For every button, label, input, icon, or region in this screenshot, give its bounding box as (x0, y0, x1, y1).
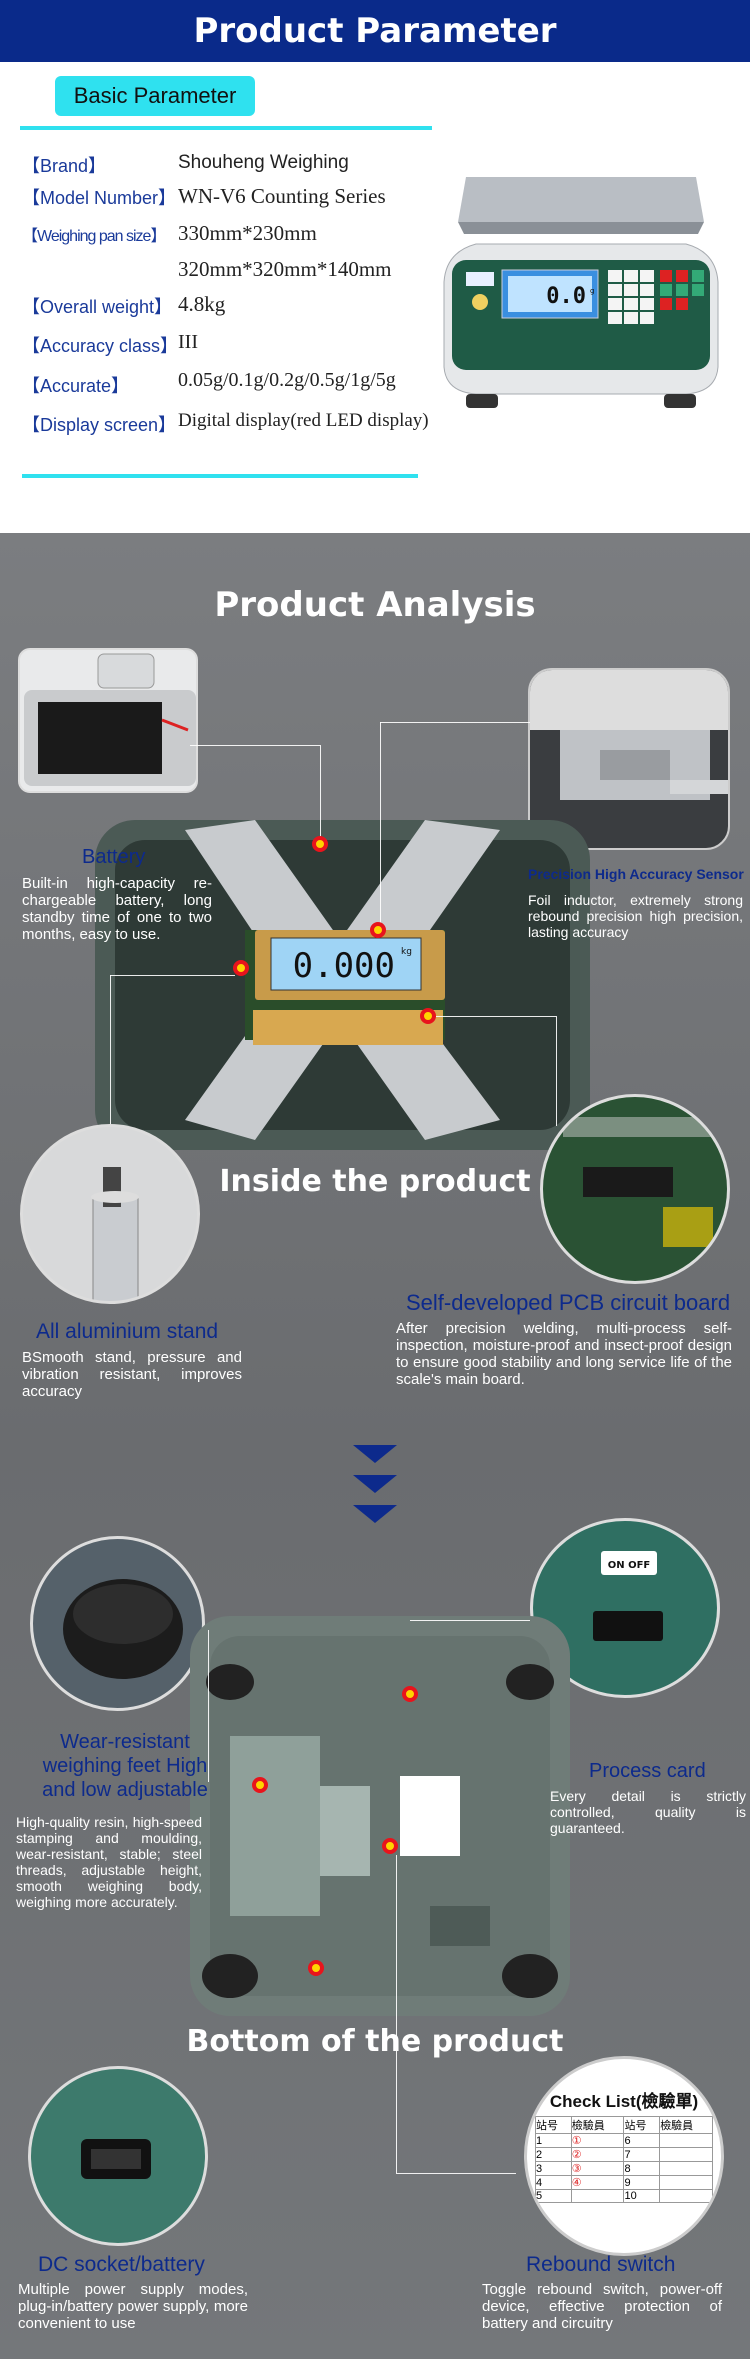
checklist-col: 檢驗員 (659, 2116, 713, 2134)
rebound-desc: Toggle rebound switch, power-off device,… (482, 2281, 722, 2332)
pcb-desc: After precision welding, multi-process s… (396, 1320, 732, 1388)
checklist-cell: 4 (535, 2175, 572, 2190)
process-heading: Process card (589, 1760, 706, 1782)
param-label-pan: 【Weighing pan size】 (22, 228, 166, 245)
sensor-inset-image (528, 668, 730, 850)
param-label-brand: 【Brand】 (22, 156, 107, 176)
stand-desc: BSmooth stand, pressure and vibration re… (22, 1349, 242, 1400)
chevron-down-icon (353, 1505, 397, 1523)
process-desc: Every detail is strictly controlled, qua… (550, 1788, 746, 1836)
param-value-class: III (178, 331, 198, 353)
feet-heading: Wear-resistant weighing feet High and lo… (42, 1731, 208, 1801)
marker-dot (233, 960, 249, 976)
param-value-weight: 4.8kg (178, 292, 226, 316)
front-display-unit: g (590, 287, 594, 295)
stand-inset-image (20, 1124, 200, 1304)
chevron-down-icon (353, 1445, 397, 1463)
leader-line (396, 1855, 397, 2173)
checklist-cell: 1 (535, 2133, 572, 2148)
param-value-brand: Shouheng Weighing (178, 152, 349, 173)
sensor-desc: Foil inductor, extremely strong rebound … (528, 892, 743, 940)
leader-line (190, 745, 320, 746)
param-label-weight: 【Overall weight】 (22, 297, 173, 317)
pcb-inset-image (540, 1094, 730, 1284)
inside-heading: Inside the product (219, 1164, 531, 1199)
param-value-dims: 320mm*320mm*140mm (178, 257, 392, 281)
divider-bottom (22, 474, 418, 478)
marker-dot (370, 922, 386, 938)
param-value-model: WN-V6 Counting Series (178, 184, 386, 208)
chevron-down-icon (353, 1475, 397, 1493)
checklist-cell: 10 (623, 2189, 661, 2203)
param-value-pan: 330mm*230mm (178, 221, 317, 245)
leader-line (110, 975, 235, 976)
stand-heading: All aluminium stand (36, 1320, 219, 1343)
front-display-value: 0.0 (546, 284, 586, 309)
checklist-cell: 9 (623, 2175, 661, 2190)
scale-product-image: 0.0 g (436, 172, 726, 422)
marker-dot (402, 1686, 418, 1702)
page-title: Product Parameter (0, 0, 750, 62)
bottom-scale-image (190, 1616, 570, 2016)
pcb-heading: Self-developed PCB circuit board (406, 1290, 731, 1315)
marker-dot (312, 836, 328, 852)
leader-line (320, 745, 321, 840)
leader-line (380, 722, 530, 723)
marker-dot (420, 1008, 436, 1024)
leader-line (380, 722, 381, 930)
rebound-heading: Rebound switch (526, 2253, 676, 2276)
battery-heading: Battery (82, 846, 146, 868)
param-value-accurate: 0.05g/0.1g/0.2g/0.5g/1g/5g (178, 369, 396, 391)
marker-dot (252, 1777, 268, 1793)
inside-scale-image: 0.000 kg (95, 820, 590, 1150)
checklist-col: 站号 (623, 2116, 661, 2134)
leader-line (110, 975, 111, 1135)
dc-heading: DC socket/battery (38, 2253, 205, 2276)
marker-dot (308, 1960, 324, 1976)
param-value-display: Digital display(red LED display) (178, 410, 429, 431)
checklist-col: 站号 (535, 2116, 572, 2134)
battery-desc: Built-in high-capacity re-chargeable bat… (22, 875, 212, 943)
leader-line (436, 1016, 556, 1017)
checklist-cell: 3 (535, 2161, 572, 2176)
analysis-title: Product Analysis (214, 585, 536, 625)
checklist-cell: 5 (535, 2189, 572, 2203)
leader-line (396, 2173, 516, 2174)
checklist-cell: 7 (623, 2147, 661, 2162)
param-label-model: 【Model Number】 (22, 188, 177, 208)
bottom-heading: Bottom of the product (186, 2024, 564, 2059)
feet-desc: High-quality resin, high-speed stamping … (16, 1814, 202, 1910)
dc-inset-image (28, 2066, 208, 2246)
switch-label: ON OFF (608, 1560, 651, 1571)
checklist-cell: 2 (535, 2147, 572, 2162)
inside-display-value: 0.000 (293, 946, 395, 986)
checklist-col: 檢驗員 (570, 2116, 625, 2134)
dc-desc: Multiple power supply modes, plug-in/bat… (18, 2281, 248, 2332)
marker-dot (382, 1838, 398, 1854)
checklist-cell: 6 (623, 2133, 661, 2148)
leader-line (208, 1630, 209, 1782)
feet-inset-image (30, 1536, 205, 1711)
checklist-cell: 8 (623, 2161, 661, 2176)
leader-line (556, 1016, 557, 1126)
sensor-heading: Precision High Accuracy Sensor (528, 866, 744, 882)
param-label-class: 【Accuracy class】 (22, 336, 179, 356)
divider-top (20, 126, 432, 130)
param-label-display: 【Display screen】 (22, 415, 177, 435)
basic-parameter-badge: Basic Parameter (55, 76, 255, 116)
inside-display-unit: kg (401, 947, 412, 957)
param-label-accurate: 【Accurate】 (22, 376, 130, 396)
checklist-title: Check List(檢驗單) (549, 2092, 699, 2111)
leader-line (410, 1620, 530, 1621)
battery-inset-image (18, 648, 198, 793)
